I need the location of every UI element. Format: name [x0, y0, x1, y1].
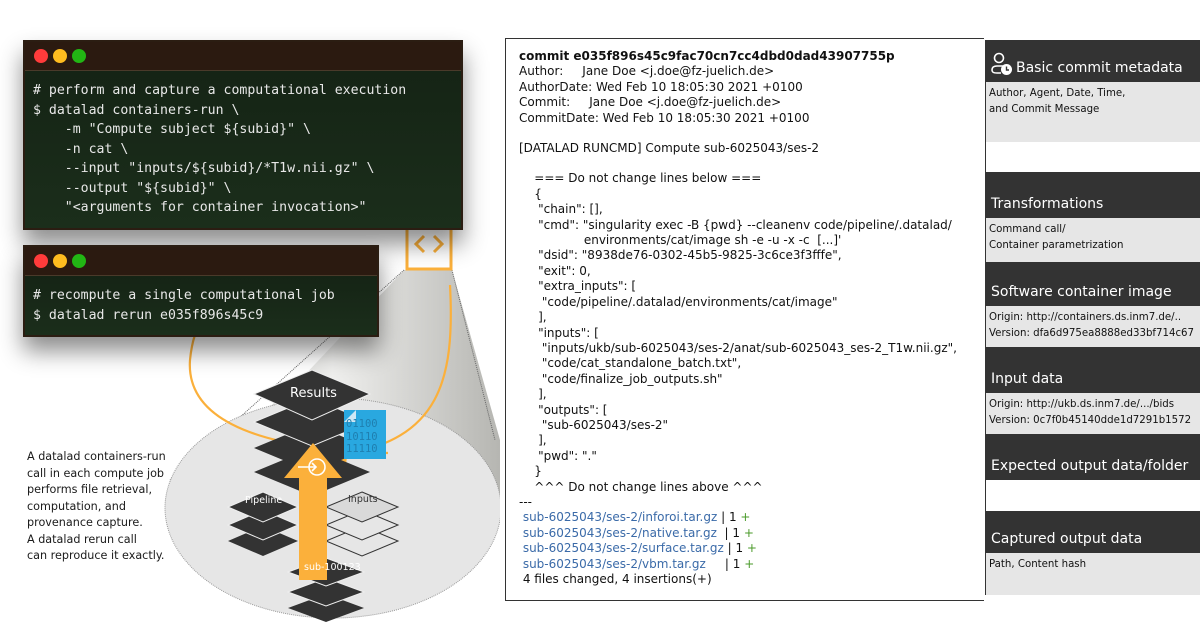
pipeline-stack — [226, 491, 300, 556]
terminal-titlebar — [25, 42, 461, 71]
inputs-label: Inputs — [348, 494, 378, 505]
metadata-legend-panel: Basic commit metadata Author, Agent, Dat… — [985, 40, 1200, 595]
file-path[interactable]: sub-6025043/ses-2/native.tar.gz — [519, 525, 717, 540]
section-body-input-data: Origin: http://ukb.ds.inm7.de/.../bids V… — [986, 393, 1200, 434]
maximize-dot-icon[interactable] — [72, 254, 86, 268]
file-path[interactable]: sub-6025043/ses-2/vbm.tar.gz — [519, 556, 706, 571]
section-body-transformations: Command call/ Container parametrization — [986, 218, 1200, 262]
subject-label: sub-100123 — [304, 562, 361, 573]
terminal-line: $ datalad rerun e035f896s45c9 — [33, 307, 264, 323]
terminal-line: --input "inputs/${subid}/*T1w.nii.gz" \ — [33, 161, 375, 176]
binary-text: 01100 10110 11110 — [346, 418, 378, 455]
diffstat-row: sub-6025043/ses-2/native.tar.gz | 1 + — [519, 525, 754, 540]
inputs-stack — [324, 491, 400, 557]
commit-committer: Commit: Jane Doe <j.doe@fz-juelich.de> — [519, 95, 782, 110]
section-header-captured-output: Captured output data — [986, 511, 1200, 553]
terminal-line: --output "${subid}" \ — [33, 180, 232, 196]
commit-author-date: AuthorDate: Wed Feb 10 18:05:30 2021 +01… — [519, 79, 803, 94]
close-dot-icon[interactable] — [34, 254, 48, 268]
terminal-line: "<arguments for container invocation>" — [33, 200, 367, 215]
diffstat-row: sub-6025043/ses-2/surface.tar.gz | 1 + — [519, 541, 757, 556]
section-header-transformations: Transformations — [986, 172, 1200, 218]
close-dot-icon[interactable] — [34, 49, 48, 63]
results-label: Results — [290, 386, 337, 401]
binary-file-icon — [344, 410, 386, 459]
run-record: === Do not change lines below === { "cha… — [519, 171, 957, 494]
section-header-input-data: Input data — [986, 347, 1200, 393]
commit-author: Author: Jane Doe <j.doe@fz-juelich.de> — [519, 64, 775, 79]
maximize-dot-icon[interactable] — [72, 49, 86, 63]
section-header-basic-metadata: Basic commit metadata — [986, 40, 1200, 82]
terminal-titlebar — [25, 247, 377, 276]
diffstat-row: sub-6025043/ses-2/vbm.tar.gz | 1 + — [519, 556, 755, 571]
diagram-caption: A datalad containers-run call in each co… — [27, 450, 166, 562]
terminal-line: $ datalad containers-run \ — [33, 102, 240, 118]
commit-commit-date: CommitDate: Wed Feb 10 18:05:30 2021 +01… — [519, 110, 810, 125]
section-body-basic-metadata: Author, Agent, Date, Time, and Commit Me… — [986, 82, 1200, 142]
execution-arrow — [284, 443, 342, 580]
diffstat-row: sub-6025043/ses-2/inforoi.tar.gz | 1 + — [519, 510, 751, 525]
terminal-line: -n cat \ — [33, 141, 129, 157]
terminal-body[interactable]: # perform and capture a computational ex… — [25, 71, 461, 228]
terminal-line: # recompute a single computational job — [33, 288, 335, 303]
section-header-expected-output: Expected output data/folder — [986, 434, 1200, 480]
diffstat-summary: 4 files changed, 4 insertions(+) — [519, 572, 712, 586]
commit-message: [DATALAD RUNCMD] Compute sub-6025043/ses… — [519, 141, 820, 156]
minimize-dot-icon[interactable] — [53, 254, 67, 268]
pipeline-label: Pipeline — [245, 495, 283, 506]
provenance-diagram — [164, 209, 500, 622]
terminal-line: # perform and capture a computational ex… — [33, 83, 407, 98]
user-clock-icon — [991, 52, 1012, 75]
terminal-line: -m "Compute subject ${subid}" \ — [33, 122, 311, 137]
section-header-container-image: Software container image — [986, 262, 1200, 306]
terminal-rerun: # recompute a single computational job $… — [23, 245, 379, 337]
commit-hash: commit e035f896s45c9fac70cn7cc4dbd0dad43… — [519, 49, 895, 63]
terminal-containers-run: # perform and capture a computational ex… — [23, 40, 463, 230]
file-path[interactable]: sub-6025043/ses-2/surface.tar.gz — [519, 541, 724, 556]
diff-separator: --- — [519, 494, 532, 509]
section-body-captured-output: Path, Content hash — [986, 553, 1200, 595]
commit-log-panel: commit e035f896s45c9fac70cn7cc4dbd0dad43… — [505, 38, 984, 601]
section-body-container-image: Origin: http://containers.ds.inm7.de/.. … — [986, 306, 1200, 347]
file-path[interactable]: sub-6025043/ses-2/inforoi.tar.gz — [519, 510, 718, 525]
minimize-dot-icon[interactable] — [53, 49, 67, 63]
terminal-body[interactable]: # recompute a single computational job $… — [25, 276, 377, 335]
